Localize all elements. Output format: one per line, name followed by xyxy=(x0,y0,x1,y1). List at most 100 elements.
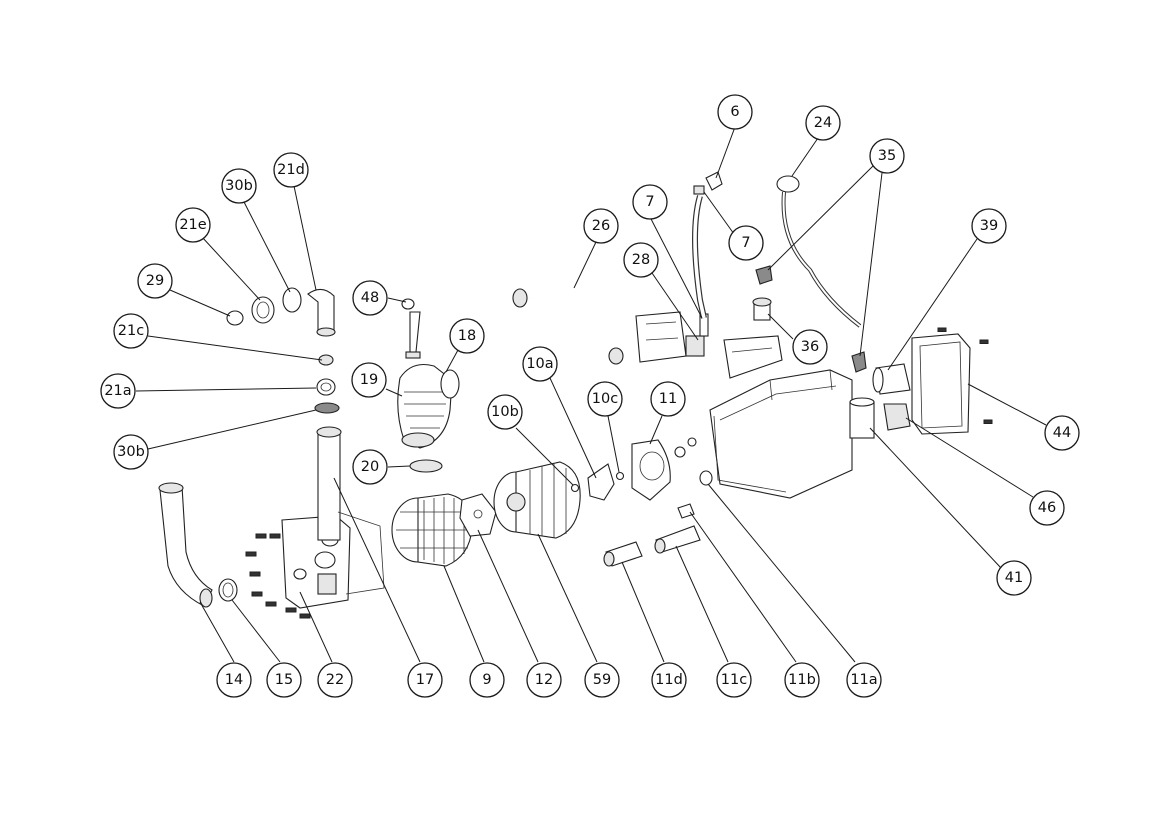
part-21e-fitting xyxy=(251,296,275,324)
leader-41 xyxy=(869,427,1002,569)
part-9-cage xyxy=(391,493,473,567)
callout-label: 20 xyxy=(361,459,379,475)
callout-30b-bottom: 30b xyxy=(113,434,149,470)
part-24-cable xyxy=(776,175,862,328)
leader-46 xyxy=(905,417,1034,498)
part-14-bent-pipe xyxy=(158,482,213,608)
part-44-lid xyxy=(911,333,971,435)
callout-24: 24 xyxy=(805,105,841,141)
leader-21c xyxy=(147,335,323,361)
leader-21d xyxy=(293,185,317,291)
part-21a-nut xyxy=(316,378,336,396)
leader-26 xyxy=(573,241,597,289)
callout-label: 30b xyxy=(225,178,253,194)
part-36-plug xyxy=(752,297,772,321)
callout-label: 59 xyxy=(593,672,611,688)
leader-17 xyxy=(333,477,421,663)
callout-label: 10a xyxy=(526,356,553,372)
part-15-clamp xyxy=(218,578,238,602)
part-44-screws xyxy=(937,327,993,424)
callout-46: 46 xyxy=(1029,490,1065,526)
leader-35b xyxy=(859,172,883,357)
callout-28: 28 xyxy=(623,242,659,278)
callout-7-lower: 7 xyxy=(728,225,764,261)
callout-label: 28 xyxy=(632,252,650,268)
callout-label: 26 xyxy=(592,218,610,234)
leader-12 xyxy=(477,529,539,663)
leader-7b xyxy=(703,191,735,235)
callout-label: 6 xyxy=(730,104,739,120)
callout-19: 19 xyxy=(351,362,387,398)
callout-11c: 11c xyxy=(716,662,752,698)
callout-label: 9 xyxy=(482,672,491,688)
leader-24 xyxy=(791,137,819,177)
leader-20 xyxy=(387,465,411,468)
callout-39: 39 xyxy=(971,208,1007,244)
callout-label: 21e xyxy=(179,217,206,233)
part-control-unit xyxy=(723,335,783,379)
part-6-fitting xyxy=(705,171,723,191)
callout-21e: 21e xyxy=(175,207,211,243)
callout-label: 39 xyxy=(980,218,998,234)
leader-11a xyxy=(707,483,856,663)
callout-35: 35 xyxy=(869,138,905,174)
callout-48: 48 xyxy=(352,280,388,316)
leader-15 xyxy=(231,599,281,663)
callout-label: 44 xyxy=(1053,425,1071,441)
part-7-hose xyxy=(692,185,707,319)
callout-12: 12 xyxy=(526,662,562,698)
callout-21a: 21a xyxy=(100,373,136,409)
callout-7-upper: 7 xyxy=(632,184,668,220)
leader-35a xyxy=(767,163,876,271)
leader-10b xyxy=(515,427,574,486)
callout-label: 11 xyxy=(659,391,677,407)
leader-11d xyxy=(621,561,665,663)
part-10a-disc xyxy=(587,463,615,501)
callout-41: 41 xyxy=(996,560,1032,596)
part-12-bracket xyxy=(459,493,497,537)
leader-14 xyxy=(199,601,235,663)
callout-44: 44 xyxy=(1044,415,1080,451)
callout-29: 29 xyxy=(137,263,173,299)
callout-18: 18 xyxy=(449,318,485,354)
callout-label: 17 xyxy=(416,672,434,688)
callout-label: 21c xyxy=(118,323,144,339)
part-11c-tube xyxy=(654,525,701,554)
callout-label: 10b xyxy=(491,404,519,420)
callout-label: 7 xyxy=(741,235,750,251)
callout-label: 10c xyxy=(592,391,618,407)
callout-label: 41 xyxy=(1005,570,1023,586)
callout-10b: 10b xyxy=(487,394,523,430)
callout-label: 22 xyxy=(326,672,344,688)
callout-label: 35 xyxy=(878,148,896,164)
callout-11b: 11b xyxy=(784,662,820,698)
callout-30b-top: 30b xyxy=(221,168,257,204)
callout-10c: 10c xyxy=(587,381,623,417)
leader-28 xyxy=(651,272,699,341)
part-11-rotor-housing xyxy=(631,437,697,501)
callout-label: 14 xyxy=(225,672,243,688)
part-35-connector-b xyxy=(851,351,867,373)
callout-11d: 11d xyxy=(651,662,687,698)
leader-11 xyxy=(649,415,663,445)
callout-20: 20 xyxy=(352,449,388,485)
part-48-valve-stem xyxy=(401,298,421,359)
leader-7a xyxy=(649,216,703,319)
callout-6: 6 xyxy=(717,94,753,130)
part-11b-pin xyxy=(677,503,695,519)
leader-44 xyxy=(967,383,1047,426)
leader-21a xyxy=(135,387,317,392)
leader-10c xyxy=(607,415,620,473)
callout-label: 21d xyxy=(277,162,305,178)
leader-11b xyxy=(689,511,797,663)
part-22-screws xyxy=(245,533,311,619)
callout-36: 36 xyxy=(792,329,828,365)
part-main-tank xyxy=(709,369,853,499)
part-35-connector-a xyxy=(755,265,773,285)
leader-30b-bottom xyxy=(147,409,317,450)
callout-label: 11a xyxy=(850,672,877,688)
callout-59: 59 xyxy=(584,662,620,698)
callout-22: 22 xyxy=(317,662,353,698)
callout-11a: 11a xyxy=(846,662,882,698)
leader-21e xyxy=(201,236,261,301)
